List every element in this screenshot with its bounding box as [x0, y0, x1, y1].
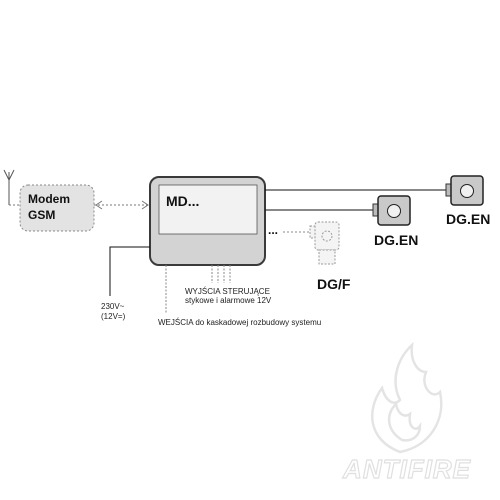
detector-dg-en-2 — [372, 195, 411, 226]
detector-dg-f-label: DG/F — [317, 276, 351, 292]
power-label-line2: (12V=) — [101, 312, 126, 321]
modem-label-line1: Modem — [28, 192, 70, 206]
detector-dg-en-1 — [445, 175, 484, 206]
detector-dg-en-1-label: DG.EN — [446, 211, 490, 227]
outputs-label-line2: stykowe i alarmowe 12V — [185, 296, 272, 305]
inputs-label: WEJŚCIA do kaskadowej rozbudowy systemu — [158, 318, 321, 327]
outputs-label-line1: WYJŚCIA STERUJĄCE — [185, 287, 270, 296]
watermark-flame-icon — [370, 341, 443, 454]
detector-lens-icon — [460, 184, 474, 198]
link-arrow-left-icon — [95, 200, 103, 210]
controller-display — [158, 184, 258, 235]
power-supply-line — [109, 246, 150, 296]
detector-lens-icon — [387, 204, 401, 218]
detector-dg-f — [309, 221, 340, 265]
detector-lens-icon — [321, 230, 333, 242]
modem-label-line2: GSM — [28, 208, 55, 222]
control-outputs-lines — [211, 265, 231, 283]
antenna-icon — [3, 169, 15, 205]
controller-label: MD... — [166, 193, 199, 209]
detector-dg-en-2-label: DG.EN — [374, 232, 418, 248]
modem-gsm-box — [19, 184, 95, 232]
link-arrow-right-icon — [141, 200, 149, 210]
power-label-line1: 230V~ — [101, 302, 125, 311]
more-detectors-dots: ... — [268, 223, 278, 237]
watermark-text: ANTIFIRE — [342, 454, 471, 484]
